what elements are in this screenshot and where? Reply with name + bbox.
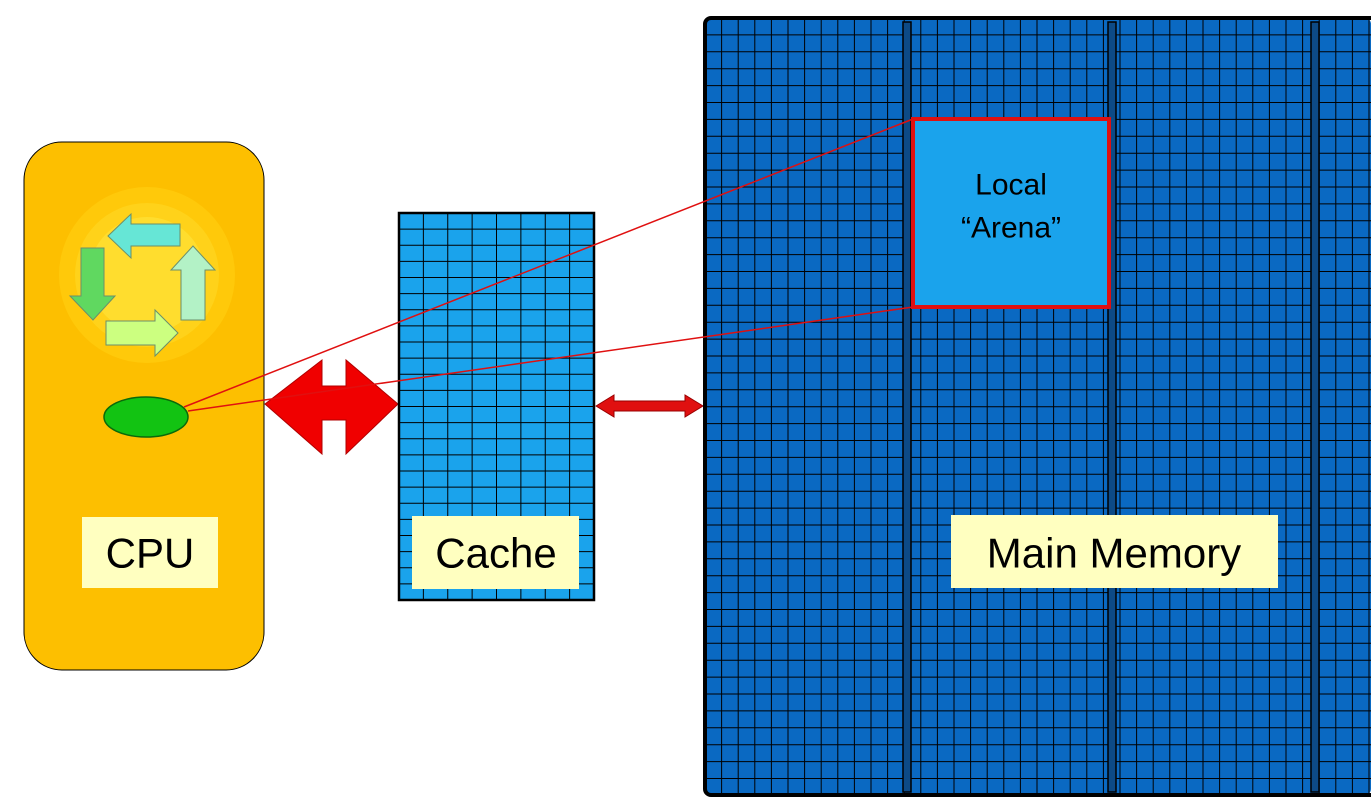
arena-label-line2: “Arena” [961, 212, 1061, 245]
cycle-arrows-icon [68, 212, 217, 358]
cycle-arrow-right-icon [105, 308, 179, 358]
cpu-block: CPU [23, 141, 265, 671]
cpu-label-box [82, 517, 218, 588]
main-memory-label: Main Memory [987, 530, 1241, 577]
main-memory-label-box [951, 515, 1278, 588]
arena-label-line1: Local [975, 169, 1047, 202]
connector-line-bottom [187, 306, 914, 412]
cache-block: Cache [397, 211, 596, 602]
cycle-arrow-up-icon [169, 245, 217, 321]
bus-arrow-icon [264, 358, 399, 456]
local-arena [911, 117, 1111, 309]
pointer-ellipse-icon [103, 396, 189, 438]
cache-memory-arrow-icon [595, 394, 704, 418]
main-memory-block: Local “Arena” Main Memory [703, 16, 1371, 797]
memory-bar-1 [902, 21, 912, 793]
cache-label-box [412, 516, 579, 589]
cycle-arrow-left-icon [107, 212, 181, 260]
cache-label: Cache [435, 530, 556, 577]
cycle-arrow-down-icon [68, 247, 117, 321]
connector-line-top [183, 118, 914, 408]
cpu-label: CPU [106, 530, 195, 577]
memory-bar-2 [1107, 21, 1117, 793]
memory-bar-3 [1310, 21, 1320, 793]
